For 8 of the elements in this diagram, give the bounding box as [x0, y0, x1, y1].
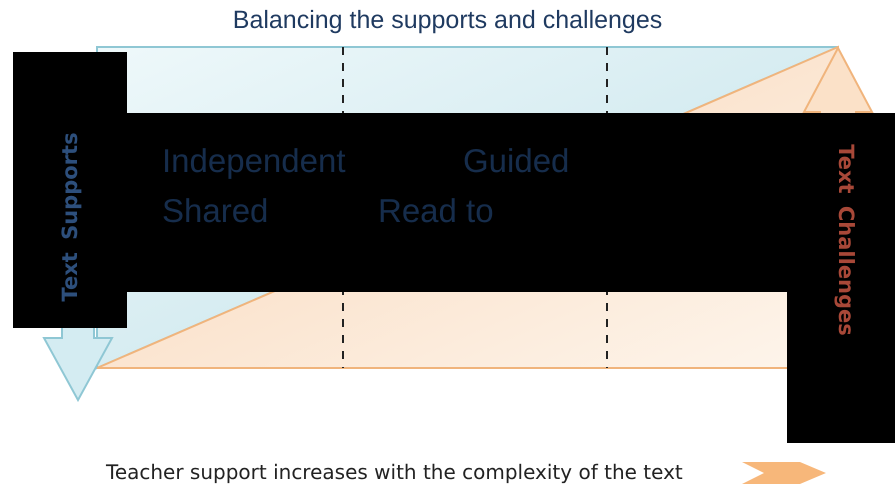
level-label: Guided [463, 142, 570, 180]
axis-label: Text Supports [58, 132, 82, 302]
level-label: Independent [162, 142, 346, 180]
title: Balancing the supports and challenges [232, 6, 664, 35]
level-label: Read to [378, 192, 494, 230]
level-label: Shared [162, 192, 268, 230]
axis-label: Text Challenges [834, 144, 858, 336]
caption: Teacher support increases with the complexity of the text [106, 460, 683, 484]
